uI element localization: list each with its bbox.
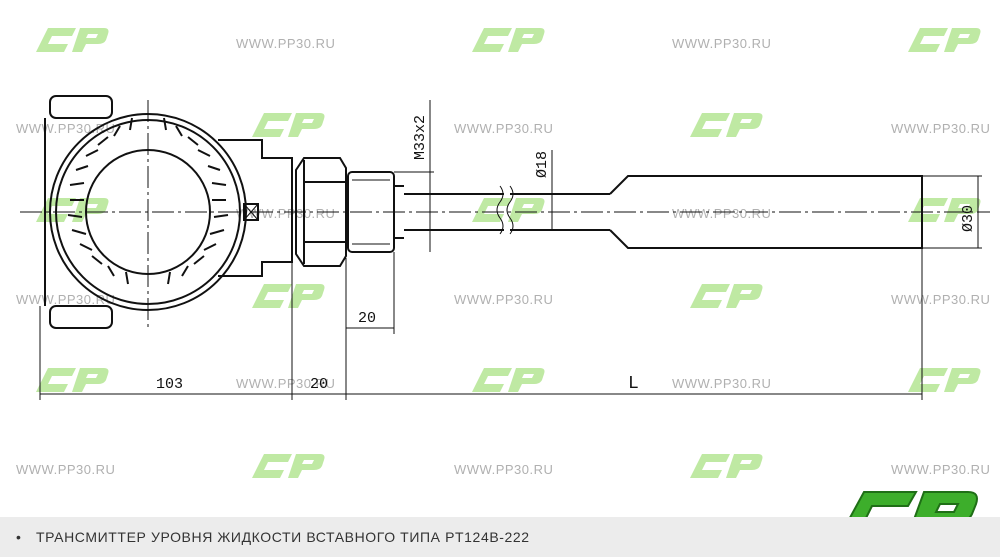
- watermark-url: WWW.PP30.RU: [454, 292, 553, 307]
- dimension-chain: 103 20 L: [39, 248, 923, 400]
- thread-label: M33x2: [412, 115, 429, 160]
- watermark-logo-icon: [472, 368, 545, 392]
- watermark-url: WWW.PP30.RU: [672, 376, 771, 391]
- watermark-url: WWW.PP30.RU: [454, 121, 553, 136]
- dia-large-label: Ø30: [960, 205, 977, 232]
- watermark-url: WWW.PP30.RU: [891, 462, 990, 477]
- watermark-url: WWW.PP30.RU: [236, 36, 335, 51]
- watermark-logo-icon: [908, 28, 981, 52]
- dim-20-upper-label: 20: [358, 310, 376, 327]
- watermark-url: WWW.PP30.RU: [891, 121, 990, 136]
- watermark-logo-icon: [36, 198, 109, 222]
- caption-bar: • ТРАНСМИТТЕР УРОВНЯ ЖИДКОСТИ ВСТАВНОГО …: [0, 517, 1000, 557]
- watermark-logo-icon: [472, 28, 545, 52]
- dimension-thread: M33x2: [394, 100, 434, 252]
- dimension-small-diameter: Ø18: [534, 150, 553, 230]
- watermark-url: WWW.PP30.RU: [16, 292, 115, 307]
- watermark-logo-icon: [690, 284, 763, 308]
- watermark-logo-icon: [690, 454, 763, 478]
- dia-small-label: Ø18: [534, 151, 551, 178]
- watermark-url: WWW.PP30.RU: [236, 206, 335, 221]
- watermark-layer: WWW.PP30.RU WWW.PP30.RU WWW.PP30.RU WWW.…: [16, 28, 990, 478]
- watermark-url: WWW.PP30.RU: [672, 206, 771, 221]
- caption-bullet: •: [16, 529, 21, 545]
- dim-20-lower-label: 20: [310, 376, 328, 393]
- watermark-logo-icon: [252, 454, 325, 478]
- watermark-logo-icon: [252, 113, 325, 137]
- transmitter-housing: [44, 95, 293, 329]
- watermark-url: WWW.PP30.RU: [236, 376, 335, 391]
- watermark-url: WWW.PP30.RU: [891, 292, 990, 307]
- dimension-large-diameter: Ø30: [922, 175, 982, 249]
- watermark-logo-icon: [36, 28, 109, 52]
- housing-fins: [67, 117, 229, 285]
- watermark-logo-icon: [690, 113, 763, 137]
- watermark-url: WWW.PP30.RU: [16, 462, 115, 477]
- dimension-20-upper: 20: [345, 252, 395, 334]
- dim-103-label: 103: [156, 376, 183, 393]
- watermark-url: WWW.PP30.RU: [672, 36, 771, 51]
- caption-text: ТРАНСМИТТЕР УРОВНЯ ЖИДКОСТИ ВСТАВНОГО ТИ…: [36, 529, 530, 545]
- watermark-logo-icon: [908, 368, 981, 392]
- dim-L-label: L: [628, 374, 639, 394]
- watermark-logo-icon: [36, 368, 109, 392]
- watermark-logo-icon: [252, 284, 325, 308]
- watermark-logo-icon: [472, 198, 545, 222]
- watermark-url: WWW.PP30.RU: [454, 462, 553, 477]
